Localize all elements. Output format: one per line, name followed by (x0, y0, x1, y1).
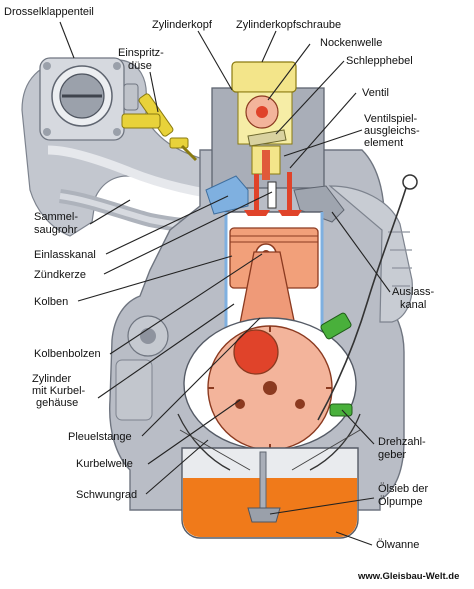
throttle-body (39, 57, 139, 141)
label-kolbenbolzen: Kolbenbolzen (34, 348, 101, 360)
label-schwungrad: Schwungrad (76, 489, 137, 501)
exhaust-port (293, 185, 345, 223)
oil-pan (181, 447, 359, 539)
dipstick (317, 174, 418, 421)
leader-lines (59, 21, 391, 546)
fuel-injector (121, 93, 198, 162)
label-zylinder-line3: gehäuse (36, 397, 78, 409)
label-auslasskanal-line2: kanal (400, 299, 426, 311)
label-zuendkerze: Zündkerze (34, 269, 86, 281)
leader-schlepphebel (275, 60, 345, 135)
leader-zylinder (97, 303, 235, 399)
leader-kolben (77, 255, 233, 302)
leader-pleuelstange (141, 317, 261, 437)
crankshaft (207, 325, 333, 451)
label-sammelsaugrohr-line1: Sammel- (34, 211, 78, 223)
labels: Drosselklappenteil Zylinderkopf Zylinder… (4, 6, 435, 551)
leader-zylinderkopfschraube (261, 30, 277, 63)
leader-schwungrad (145, 439, 209, 495)
label-drosselklappenteil: Drosselklappenteil (4, 6, 94, 18)
leader-auslasskanal (331, 211, 391, 293)
leader-oelsieb (269, 497, 375, 515)
label-einlasskanal: Einlasskanal (34, 249, 96, 261)
leader-ventil (289, 92, 357, 169)
label-zylinder-line2: mit Kurbel- (32, 385, 86, 397)
valves (244, 172, 302, 216)
leader-ventilspiel (283, 129, 363, 157)
label-ventilspiel-line3: element (364, 137, 403, 149)
label-nockenwelle: Nockenwelle (320, 37, 382, 49)
label-kurbelwelle: Kurbelwelle (76, 458, 133, 470)
label-oelsieb-line1: Ölsieb der (378, 483, 428, 495)
label-oelsieb-line2: Ölpumpe (378, 496, 423, 508)
label-auslasskanal-line1: Auslass- (392, 286, 435, 298)
cylinder-head (211, 61, 325, 189)
label-kolben: Kolben (34, 296, 68, 308)
leader-kurbelwelle (147, 399, 241, 465)
leader-drehzahlgeber (341, 409, 375, 445)
label-drehzahlgeber-line1: Drehzahl- (378, 436, 426, 448)
leader-einspritzduese (149, 71, 159, 113)
leader-oelwanne (335, 531, 373, 546)
leader-kolbenbolzen (109, 253, 263, 355)
leader-sammelsaugrohr (89, 199, 131, 225)
label-einspritzduese-line2: düse (128, 60, 152, 72)
leader-nockenwelle (267, 43, 311, 101)
label-zylinderkopf: Zylinderkopf (152, 19, 213, 31)
label-zylinderkopfschraube: Zylinderkopfschraube (236, 19, 341, 31)
label-ventil: Ventil (362, 87, 389, 99)
label-oelwanne: Ölwanne (376, 539, 419, 551)
label-sammelsaugrohr-line2: saugrohr (34, 224, 78, 236)
label-drehzahlgeber-line2: geber (378, 449, 406, 461)
intake-port (205, 175, 249, 215)
leader-zuendkerze (103, 191, 273, 275)
label-pleuelstange: Pleuelstange (68, 431, 132, 443)
leader-zylinderkopf (197, 30, 233, 91)
leader-einlasskanal (105, 195, 229, 255)
label-ventilspiel-line1: Ventilspiel- (364, 113, 418, 125)
credit-text: www.Gleisbau-Welt.de (357, 571, 459, 582)
label-zylinder-line1: Zylinder (32, 373, 71, 385)
label-einspritzduese-line1: Einspritz- (118, 47, 164, 59)
label-schlepphebel: Schlepphebel (346, 55, 413, 67)
leader-drosselklappenteil (59, 21, 75, 59)
label-ventilspiel-line2: ausgleichs- (364, 125, 420, 137)
crank-sensor (320, 312, 353, 417)
engine-illustration (21, 57, 418, 539)
spark-plug (267, 181, 277, 209)
